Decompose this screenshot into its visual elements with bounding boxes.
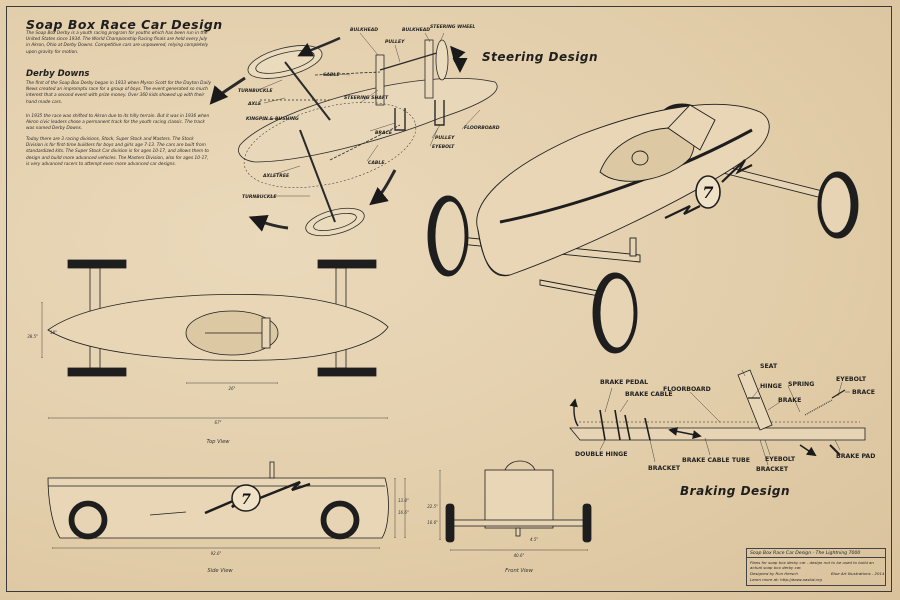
label-spring: Spring — [788, 381, 814, 388]
rotation-arrow-bottom — [248, 214, 289, 232]
steering-wheel-part — [435, 39, 449, 81]
label-pulley: Pulley — [385, 39, 405, 45]
steering-diagram: Bulkhead Bulkhead Steering wheel Pulley … — [209, 24, 500, 237]
braking-diagram: Brake pedal Brake cable Floorboard Seat … — [569, 363, 875, 473]
label-pulley-2: Pulley — [435, 135, 455, 141]
label-cable-2: Cable — [368, 160, 385, 166]
label-eyebolt-top: Eyebolt — [836, 376, 867, 383]
label-floorboard: Floorboard — [464, 125, 500, 131]
derby-paragraph-1: The first of the Soap Box Derby began in… — [26, 81, 212, 105]
car-number: 7 — [702, 183, 713, 202]
dim-top-cockpit: 26" — [229, 386, 236, 391]
side-view-label: Side View — [207, 568, 233, 574]
dim-side-length: 92.6" — [211, 551, 222, 556]
title-block: Soap Box Race Car Design - The Lightning… — [746, 548, 886, 586]
label-eyebolt: Eyebolt — [432, 144, 455, 150]
label-steering-wheel: Steering wheel — [430, 24, 475, 30]
label-axle: Axle — [247, 101, 262, 107]
label-axletree: Axletree — [262, 173, 290, 179]
label-cable: Cable — [323, 72, 340, 78]
brake-floorboard — [569, 427, 866, 441]
dim-top-width: 38.5" — [27, 334, 38, 339]
label-turnbuckle: Turnbuckle — [238, 88, 273, 94]
dim-side-height-1: 13.8" — [398, 498, 409, 503]
dim-side-height-2: 16.6" — [398, 510, 409, 515]
steering-axletree — [299, 129, 336, 223]
label-bracket-2: Bracket — [756, 466, 789, 473]
top-wheel — [67, 259, 127, 269]
dim-front-width: 40.6" — [514, 553, 525, 558]
dim-top-inner: 18" — [50, 330, 57, 335]
top-view: 38.5" 26" 67" 18" Top View — [27, 259, 389, 445]
dim-front-clearance: 4.5" — [530, 537, 538, 542]
title-block-note: Plans for soap box derby car - design no… — [750, 560, 874, 570]
page-title: Soap Box Race Car Design — [26, 17, 223, 32]
intro-paragraph: The Soap Box Derby is a youth racing pro… — [26, 31, 209, 55]
title-block-name: Soap Box Race Car Design - The Lightning… — [750, 551, 861, 556]
braking-design-title: Braking Design — [680, 484, 791, 498]
label-bulkhead: Bulkhead — [350, 27, 378, 33]
steering-bulkhead — [375, 54, 385, 106]
title-block-more: Learn more at: http://www.aasbd.org — [750, 577, 822, 582]
label-brake-cable-tube: Brake cable tube — [682, 457, 750, 464]
label-steering-shaft: Steering shaft — [344, 95, 389, 101]
steering-wheel — [631, 150, 649, 166]
front-view-label: Front View — [505, 568, 533, 574]
front-view-wheel — [445, 503, 455, 543]
label-bracket: Bracket — [648, 465, 681, 472]
sheet-border — [6, 6, 892, 592]
label-kingpin: Kingpin & bushing — [246, 116, 299, 122]
brake-tube-arrow — [668, 426, 702, 440]
label-brake-floorboard: Floorboard — [663, 386, 711, 393]
dim-top-length: 67" — [215, 420, 222, 425]
steering-axle — [284, 61, 331, 121]
label-brake-cable: Brake cable — [625, 391, 673, 398]
car-perspective: 7 — [427, 103, 859, 354]
label-seat: Seat — [760, 363, 778, 370]
label-turnbuckle-2: Turnbuckle — [242, 194, 277, 200]
label-bulkhead-2: Bulkhead — [402, 27, 430, 33]
side-seat-post — [269, 461, 275, 479]
brake-spring — [804, 399, 833, 416]
label-brake: Brake — [778, 397, 801, 404]
side-view: 7 92.6" 13.8" 16.6" Side View — [47, 461, 409, 574]
rotation-arrow-left — [209, 76, 246, 105]
derby-paragraph-2: In 1935 the race was shifted to Akron du… — [26, 114, 210, 132]
derby-paragraph-3: Today there are 3 racing divisions, Stoc… — [26, 137, 209, 167]
front-body — [484, 469, 554, 529]
steering-cable — [314, 71, 381, 76]
front-axle — [447, 519, 589, 527]
brake-seat — [737, 369, 773, 431]
dim-front-height-2: 16.6" — [427, 520, 438, 525]
steering-shaft — [379, 51, 441, 71]
seat-back — [667, 104, 716, 151]
car-number-badge — [695, 175, 721, 209]
body-stripe — [499, 128, 753, 224]
label-brake-pad: Brake pad — [836, 453, 875, 460]
label-brake-pedal: Brake pedal — [600, 379, 648, 386]
steering-design-title: Steering Design — [482, 50, 598, 64]
side-car-number: 7 — [241, 492, 251, 508]
label-brace-brake: Brace — [852, 389, 875, 396]
dim-front-height: 22.5" — [427, 504, 438, 509]
label-eyebolt-bottom: Eyebolt — [765, 456, 796, 463]
derby-downs-heading: Derby Downs — [26, 69, 90, 79]
label-double-hinge: Double hinge — [575, 451, 627, 458]
label-brace: Brace — [375, 130, 393, 136]
car-body — [476, 103, 770, 277]
title-block-studio: Blue Art Illustrations - 2014 — [831, 571, 885, 576]
top-view-label: Top View — [206, 439, 230, 445]
steering-brace — [394, 108, 406, 131]
front-view: 22.5" 16.6" 40.6" 4.5" Front View — [427, 460, 592, 574]
lightning-bolt — [664, 205, 701, 219]
title-block-designer: Designed by Ron Hersch — [750, 571, 798, 576]
label-hinge: Hinge — [760, 383, 782, 390]
brake-pedal-parts — [599, 409, 651, 441]
